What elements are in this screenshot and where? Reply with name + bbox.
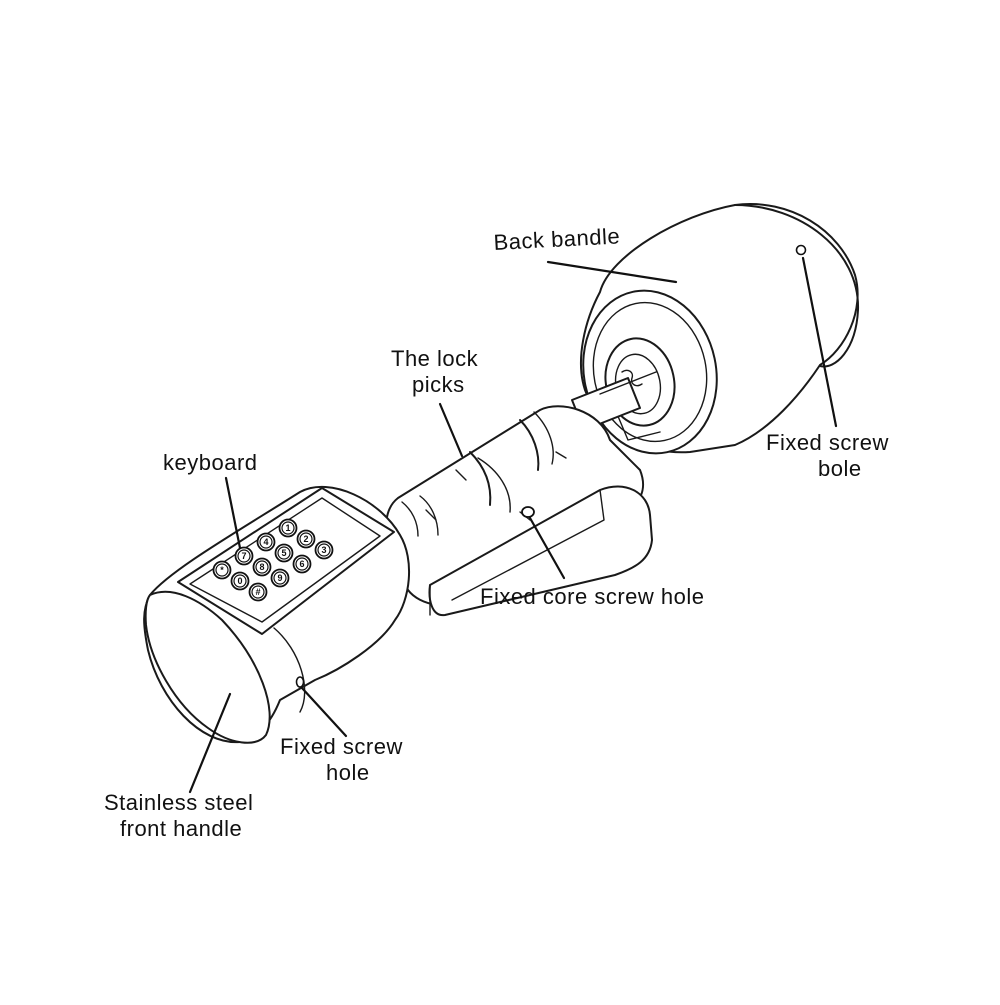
keypad: 1 2 3 4 5 6 7 8 9 * 0 # bbox=[212, 518, 334, 602]
keypad-key-hash[interactable]: # bbox=[248, 582, 268, 602]
keypad-key-6[interactable]: 6 bbox=[292, 554, 312, 574]
keypad-key-8[interactable]: 8 bbox=[252, 557, 272, 577]
keypad-key-label: 6 bbox=[299, 559, 304, 569]
leader-fixed-screw-hole bbox=[300, 686, 348, 738]
keypad-key-1[interactable]: 1 bbox=[278, 518, 298, 538]
core-screw-hole bbox=[521, 506, 535, 518]
keypad-key-9[interactable]: 9 bbox=[270, 568, 290, 588]
keypad-key-label: 3 bbox=[321, 545, 326, 555]
label-fixed-screw-bole-line1: Fixed screw bbox=[766, 430, 889, 455]
keypad-key-label: 5 bbox=[281, 548, 286, 558]
leader-fixed-core-screw-hole bbox=[528, 516, 566, 580]
keypad-key-5[interactable]: 5 bbox=[274, 543, 294, 563]
leader-lock-picks bbox=[438, 402, 464, 458]
label-fixed-screw-hole-line2: hole bbox=[326, 760, 370, 785]
keypad-key-4[interactable]: 4 bbox=[256, 532, 276, 552]
label-front-handle-line1: Stainless steel bbox=[104, 790, 253, 815]
leader-fixed-screw-bole bbox=[801, 256, 838, 428]
keypad-key-label: 0 bbox=[237, 576, 242, 586]
label-fixed-core-screw-hole: Fixed core screw hole bbox=[480, 584, 704, 609]
label-lock-picks-line2: picks bbox=[412, 372, 465, 397]
label-back-handle: Back bandle bbox=[493, 223, 621, 255]
keypad-key-3[interactable]: 3 bbox=[314, 540, 334, 560]
keypad-key-label: 4 bbox=[263, 537, 268, 547]
keypad-key-7[interactable]: 7 bbox=[234, 546, 254, 566]
leader-front-handle bbox=[188, 692, 232, 794]
keypad-key-label: 1 bbox=[285, 523, 290, 533]
keypad-key-label: * bbox=[220, 565, 224, 575]
label-fixed-screw-bole-line2: bole bbox=[818, 456, 862, 481]
leader-keyboard bbox=[224, 476, 242, 550]
keypad-key-label: 9 bbox=[277, 573, 282, 583]
keypad-key-0[interactable]: 0 bbox=[230, 571, 250, 591]
keypad-key-label: # bbox=[255, 587, 260, 597]
leader-back-handle bbox=[546, 260, 678, 284]
keypad-key-label: 2 bbox=[303, 534, 308, 544]
front-screw-hole bbox=[295, 676, 305, 688]
keypad-key-label: 8 bbox=[259, 562, 264, 572]
lock-cylinder-core bbox=[385, 405, 653, 617]
label-front-handle-line2: front handle bbox=[120, 816, 242, 841]
front-handle bbox=[143, 486, 411, 744]
keypad-key-label: 7 bbox=[241, 551, 246, 561]
label-lock-picks-line1: The lock bbox=[391, 346, 479, 371]
back-screw-hole bbox=[795, 244, 807, 256]
keypad-key-star[interactable]: * bbox=[212, 560, 232, 580]
label-fixed-screw-hole-line1: Fixed screw bbox=[280, 734, 403, 759]
label-keyboard: keyboard bbox=[163, 450, 258, 475]
keypad-key-2[interactable]: 2 bbox=[296, 529, 316, 549]
